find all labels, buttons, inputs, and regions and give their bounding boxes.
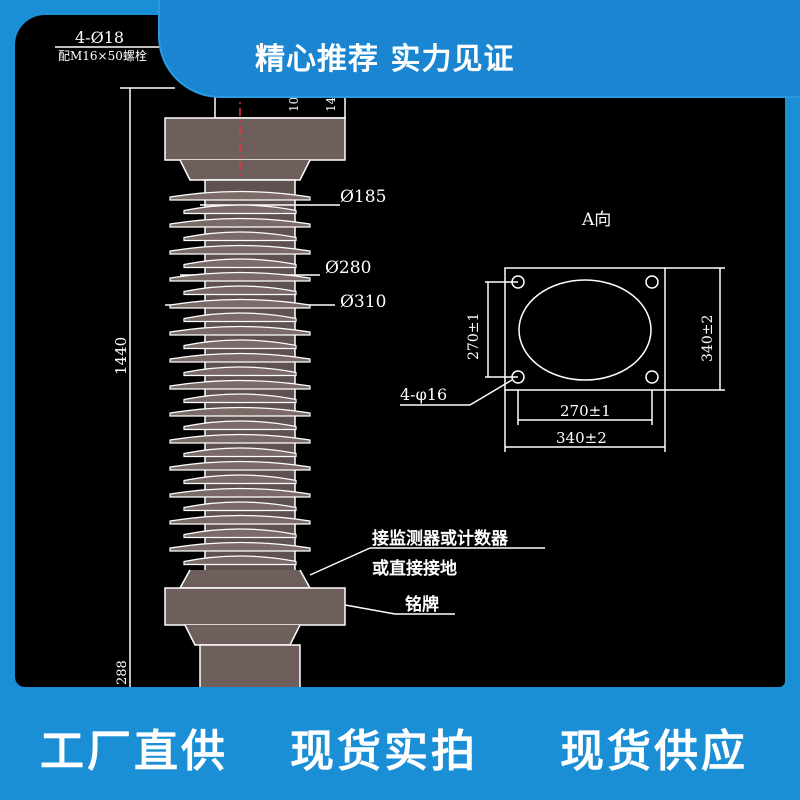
insulator-shed: [183, 420, 297, 431]
bottom-dim: 288: [115, 660, 130, 685]
insulator-shed: [169, 244, 311, 255]
top-banner: 精心推荐 实力见证: [160, 0, 800, 96]
insulator-shed: [183, 204, 297, 215]
diameter-310: Ø310: [340, 292, 386, 312]
insulator-shed: [183, 339, 297, 350]
insulator-shed: [169, 190, 311, 201]
dim-outer-horizontal: 340±2: [556, 429, 607, 447]
note-counter: 接监测器或计数器: [372, 528, 509, 549]
insulator-shed: [183, 258, 297, 269]
height-dim: 1440: [112, 337, 130, 375]
insulator-shed: [183, 555, 297, 566]
insulator-shed: [183, 393, 297, 404]
hole-note: 4-φ16: [400, 385, 447, 404]
view-label: A向: [581, 210, 611, 230]
insulator-shed: [169, 298, 311, 309]
top-note-2: 配M16×50螺栓: [58, 48, 147, 63]
insulator-shed: [169, 460, 311, 471]
footer-slogans: 工厂直供 现货实拍 现货供应: [0, 715, 800, 785]
insulator-shed: [169, 217, 311, 228]
note-ground: 或直接接地: [372, 558, 457, 579]
banner-title: 精心推荐 实力见证: [255, 42, 515, 77]
insulator-shed: [169, 271, 311, 282]
insulator-shed: [183, 231, 297, 242]
note-nameplate: 铭牌: [405, 594, 439, 615]
dim-inner-horizontal: 270±1: [560, 402, 611, 420]
insulator-shed: [183, 447, 297, 458]
top-note-1: 4-Ø18: [75, 28, 124, 47]
dim-inner-vertical: 270±1: [466, 313, 482, 360]
insulator-shed: [183, 312, 297, 323]
slogan-in-stock: 现货供应: [560, 726, 748, 777]
insulator-shed: [169, 514, 311, 525]
insulator-shed: [169, 433, 311, 444]
dim-outer-vertical: 340±2: [700, 315, 716, 362]
slogan-factory-direct: 工厂直供: [40, 726, 228, 777]
insulator-shed: [169, 379, 311, 390]
insulator-shed: [169, 406, 311, 417]
insulator-shed: [169, 541, 311, 552]
insulator-shed: [183, 528, 297, 539]
diameter-280: Ø280: [325, 258, 371, 278]
insulator-shed: [169, 352, 311, 363]
diameter-185: Ø185: [340, 187, 386, 207]
insulator-shed: [169, 325, 311, 336]
insulator-shed: [183, 474, 297, 485]
insulator-shed: [169, 487, 311, 498]
drawing-panel: 4-Ø18 配M16×50螺栓 100 140 1440 288 Ø185 Ø2…: [15, 15, 785, 687]
insulator-shed: [183, 366, 297, 377]
insulator-shed: [183, 501, 297, 512]
insulator-sheds: [169, 190, 311, 566]
technical-drawing: 4-Ø18 配M16×50螺栓 100 140 1440 288 Ø185 Ø2…: [55, 28, 725, 687]
insulator-shed: [183, 285, 297, 296]
slogan-real-photo: 现货实拍: [290, 726, 478, 777]
